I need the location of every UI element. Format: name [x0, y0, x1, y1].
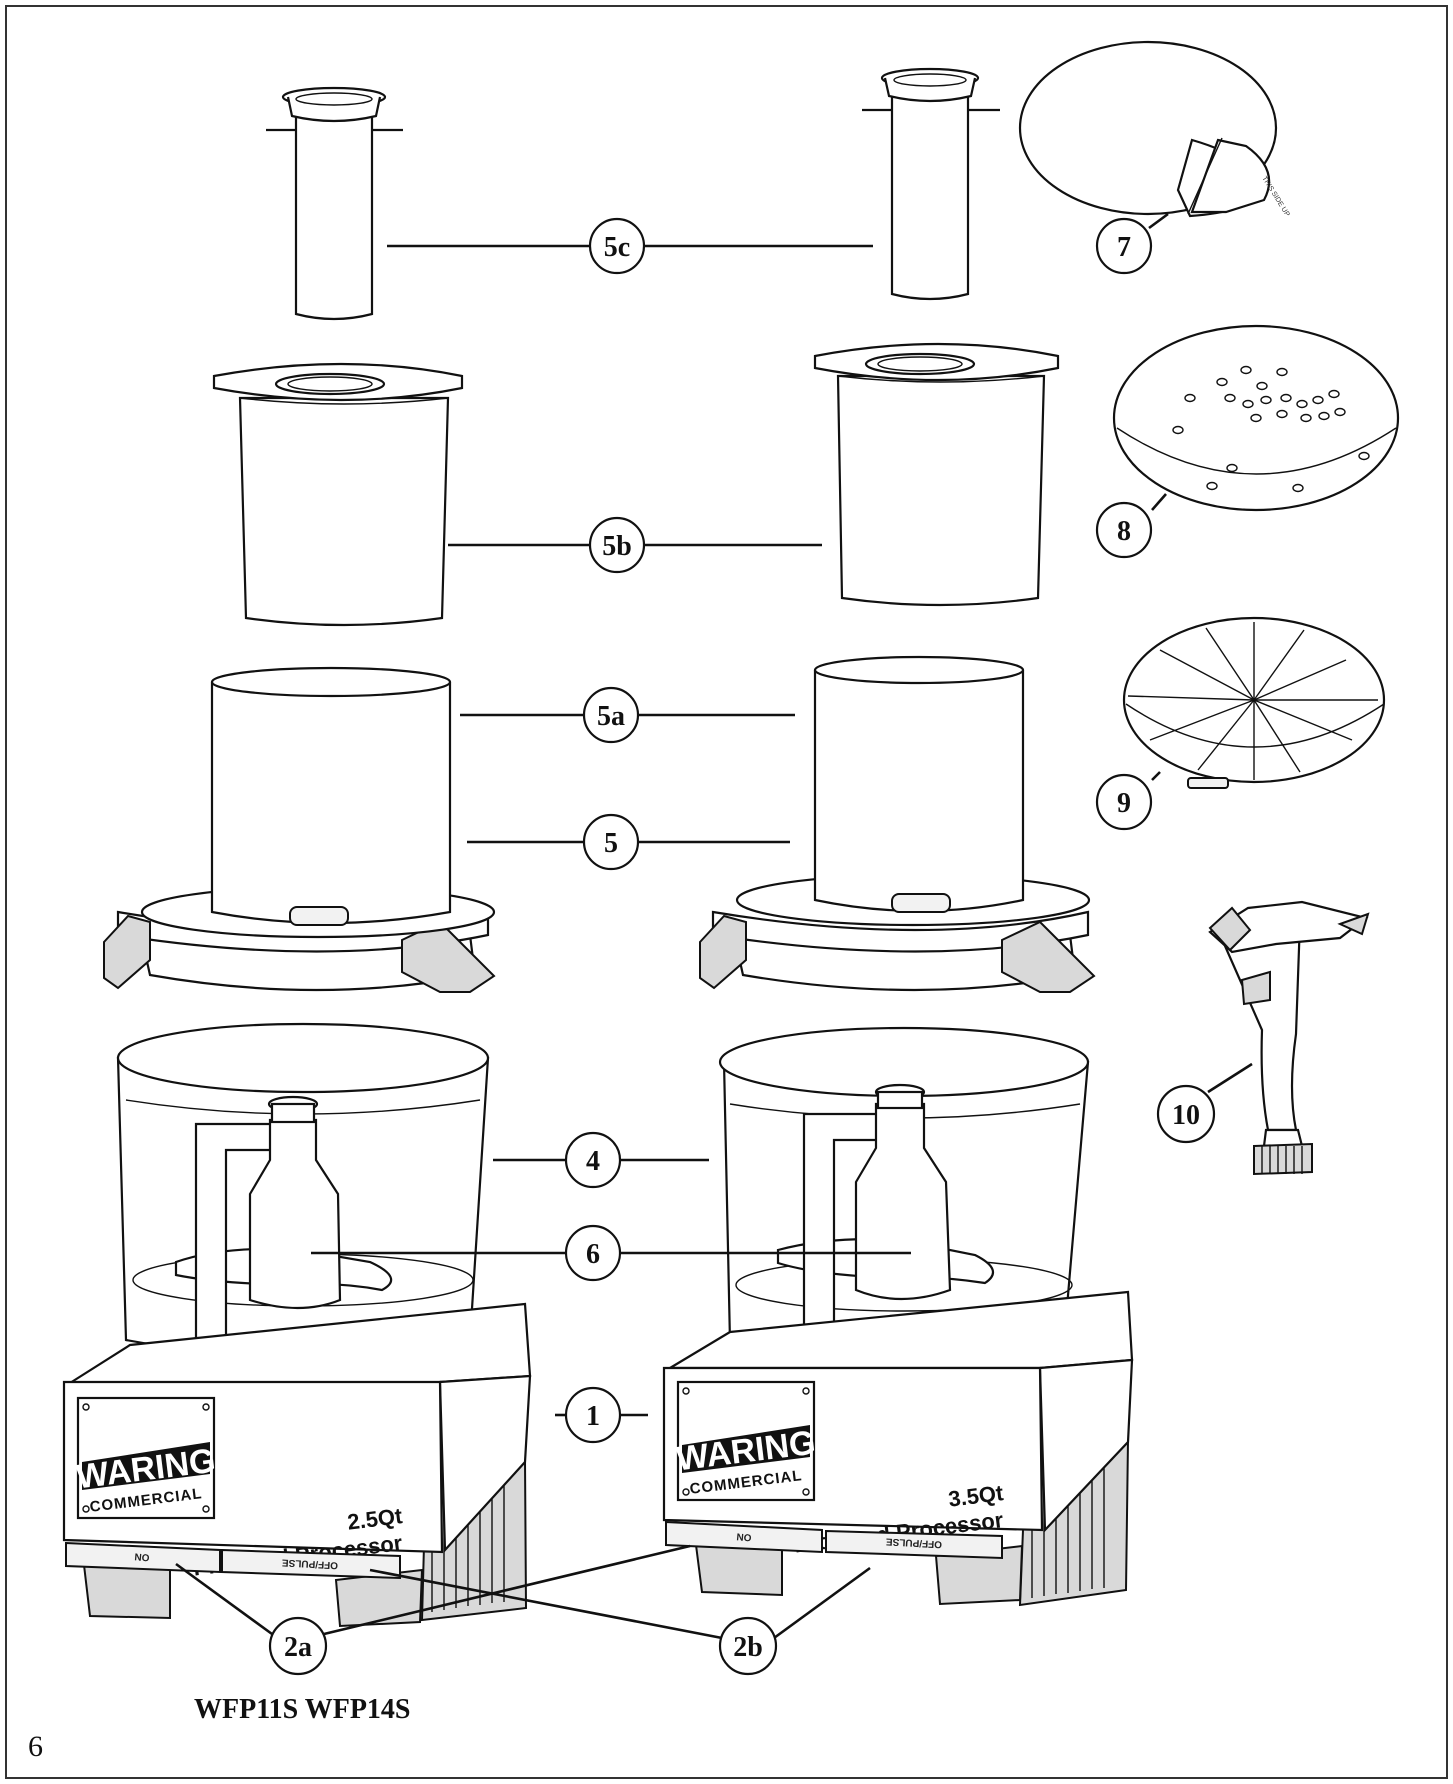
leader-lines	[175, 212, 1253, 1640]
small-pusher-right	[862, 67, 1000, 301]
radial-disc	[1122, 616, 1386, 789]
callout-1-label: 1	[586, 1401, 600, 1432]
callout-4: 4	[564, 1131, 622, 1189]
bowl-left	[116, 1022, 490, 1366]
lid-right	[699, 655, 1096, 993]
callout-9-label: 9	[1117, 788, 1131, 819]
callout-9: 9	[1095, 773, 1153, 831]
callout-4-label: 4	[586, 1146, 600, 1177]
shredding-disc	[1112, 324, 1400, 512]
off-pulse-button-left: OFF/PULSE	[281, 1557, 338, 1571]
lid-left	[103, 666, 496, 993]
callout-6-label: 6	[586, 1239, 600, 1270]
bowl-right	[718, 1026, 1090, 1359]
callout-5c: 5c	[588, 217, 646, 275]
page-number: 6	[28, 1730, 43, 1763]
callout-5a-label: 5a	[597, 701, 625, 732]
page-border	[5, 5, 1448, 1779]
callout-10-label: 10	[1172, 1100, 1200, 1131]
callout-2a-label: 2a	[284, 1632, 312, 1663]
large-pusher-left	[212, 362, 464, 627]
callout-5b: 5b	[588, 516, 646, 574]
disc-stem	[1208, 900, 1370, 1176]
callout-2b-label: 2b	[733, 1632, 763, 1663]
callout-8: 8	[1095, 501, 1153, 559]
shredding-holes	[1172, 365, 1370, 493]
callout-7-label: 7	[1117, 232, 1131, 263]
callout-5a: 5a	[582, 686, 640, 744]
callout-5: 5	[582, 813, 640, 871]
large-pusher-right	[813, 342, 1060, 607]
callout-5-label: 5	[604, 828, 618, 859]
on-button-left: ON	[134, 1550, 150, 1562]
off-pulse-button-right: OFF/PULSE	[885, 1536, 942, 1550]
on-button-right: ON	[736, 1530, 752, 1542]
callout-2a: 2a	[268, 1616, 328, 1676]
model-numbers: WFP11S WFP14S	[194, 1694, 411, 1725]
small-pusher-left	[266, 86, 403, 321]
callout-1: 1	[564, 1386, 622, 1444]
slicing-disc: THIS SIDE UP	[1018, 40, 1291, 218]
callout-10: 10	[1156, 1084, 1216, 1144]
callout-5b-label: 5b	[602, 531, 632, 562]
callout-5c-label: 5c	[604, 232, 630, 263]
motor-base-left: WARING COMMERCIAL 2.5Qt Pro Food Process…	[62, 1302, 532, 1628]
callout-8-label: 8	[1117, 516, 1131, 547]
motor-base-right: WARING COMMERCIAL 3.5Qt Pro Food Process…	[662, 1290, 1134, 1607]
callout-2b: 2b	[718, 1616, 778, 1676]
callout-6: 6	[564, 1224, 622, 1282]
callout-7: 7	[1095, 217, 1153, 275]
